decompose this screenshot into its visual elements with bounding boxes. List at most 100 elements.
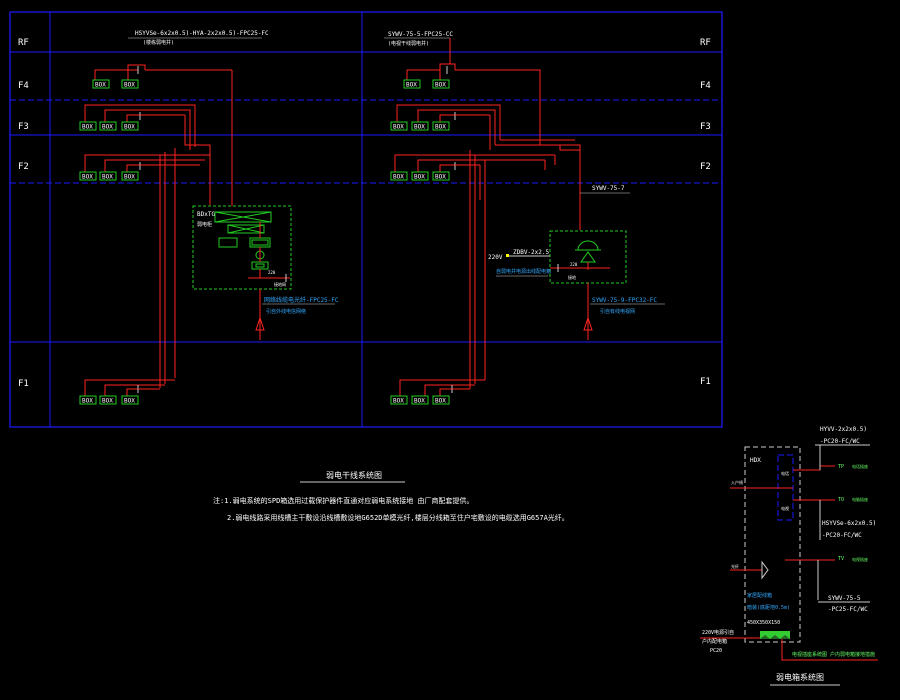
floor-boxes: BOX BOX BOX BOX BOX BOX BOX BOX BOX BOX BOX BOX BOX B…	[79, 79, 450, 405]
floor-box-label: BOX	[102, 174, 113, 181]
floor-label-f4: F4	[18, 81, 29, 91]
home-box-spec-2: 暗装(底距地0.5m)	[747, 604, 790, 611]
home-box-inner-top: 电话	[781, 470, 789, 476]
floor-box-label: BOX	[406, 82, 417, 89]
floor-box: BOX	[79, 121, 97, 131]
home-cable-mid: HSYVSe-6x2x0.5)	[822, 520, 876, 527]
floor-box-label: BOX	[393, 124, 404, 131]
home-outlet-tv-label: 电视插座	[852, 556, 868, 562]
floor-labels: RF F4 F3 F2 F1 RF F4 F3 F2 F1	[18, 38, 711, 389]
floor-label-rf: RF	[18, 38, 29, 48]
home-power-2: 户内配电箱	[702, 638, 727, 645]
home-outlet-top: TP	[838, 464, 844, 470]
floor-box: BOX	[99, 121, 117, 131]
floor-box: BOX	[411, 395, 429, 405]
floor-box-label: BOX	[124, 398, 135, 405]
floor-box: BOX	[79, 171, 97, 181]
left-riser: HSYVSe-6x2x0.5)-HYA-2x2x0.5)-FPC25-FC (楼…	[84, 30, 339, 396]
floor-box: BOX	[99, 171, 117, 181]
note-line-2: 2.弱电线路采用线槽主干敷设沿线槽敷设地G652D单模光纤,楼层分线箱至住户宅敷…	[227, 513, 569, 522]
floor-box-label: BOX	[414, 174, 425, 181]
floor-box-label: BOX	[95, 82, 106, 89]
floor-box: BOX	[92, 79, 110, 89]
floor-box: BOX	[99, 395, 117, 405]
home-power-1: 220V电源引自	[702, 629, 734, 636]
right-branch-cable: SYWV-75-7	[592, 185, 625, 192]
right-incoming-note: 引自有线电视网	[600, 308, 635, 315]
floor-box: BOX	[432, 395, 450, 405]
home-outlet-tv: TV	[838, 556, 844, 562]
floor-label-f4-right: F4	[700, 81, 711, 91]
home-in-line-1: 入户线	[731, 479, 743, 485]
home-cable-top-pipe: -PC20-FC/WC	[820, 438, 860, 445]
floor-grid	[9, 11, 723, 428]
home-outlet-mid: TO	[838, 497, 844, 503]
floor-box-label: BOX	[435, 174, 446, 181]
left-incoming-cable: 网络线缆电光纤-FPC25-FC	[264, 296, 339, 304]
home-cable-tv-pipe: -PC25-FC/WC	[828, 606, 868, 613]
home-outlet-mid-label: 电脑插座	[852, 496, 868, 502]
home-box-diagram: HDX 电话 电视 HYVV-2x2x0.5) -PC20-FC/WC TP 电…	[700, 426, 878, 686]
trunk-system-title: 弱电干线系统图	[326, 470, 382, 480]
floor-label-rf-right: RF	[700, 38, 711, 48]
floor-box-label: BOX	[414, 398, 425, 405]
home-cable-top: HYVV-2x2x0.5)	[820, 426, 867, 433]
floor-box-label: BOX	[393, 174, 404, 181]
left-tag-220: 220	[268, 270, 276, 275]
floor-label-f2-right: F2	[700, 162, 711, 172]
left-tag-sub: 接地网	[274, 281, 286, 287]
floor-label-f2: F2	[18, 162, 29, 172]
right-riser-cable: SYWV-75-5-FPC25-CC	[388, 31, 453, 38]
floor-label-f3: F3	[18, 122, 29, 132]
floor-box-label: BOX	[82, 124, 93, 131]
floor-box-label: BOX	[435, 124, 446, 131]
floor-box: BOX	[432, 79, 450, 89]
floor-box-label: BOX	[124, 82, 135, 89]
floor-label-f1-right: F1	[700, 377, 711, 387]
floor-box: BOX	[121, 395, 139, 405]
home-outlet-top-label: 电话插座	[852, 463, 868, 469]
right-riser: SYWV-75-5-FPC25-CC (电视干线弱电井) SYWV-75-7	[384, 31, 665, 396]
floor-box-label: BOX	[102, 398, 113, 405]
floor-box-label: BOX	[124, 124, 135, 131]
home-box-spec-1: 家居配线箱	[747, 592, 772, 599]
floor-box: BOX	[403, 79, 421, 89]
floor-box-label: BOX	[124, 174, 135, 181]
floor-box-label: BOX	[393, 398, 404, 405]
note-line-1: 注:1.弱电系统的SPD箱选用过载保护器件直通对应弱电系统接地 由厂商配套提供。	[213, 496, 474, 505]
floor-box: BOX	[432, 121, 450, 131]
left-cabinet-note: 弱电柜	[197, 221, 212, 228]
right-power-note: 自弱电井电源出线配电箱	[496, 268, 551, 275]
floor-box: BOX	[121, 79, 139, 89]
right-incoming-cable: SYWV-75-9-FPC32-FC	[592, 297, 657, 304]
floor-label-f3-right: F3	[700, 122, 711, 132]
floor-label-f1: F1	[18, 379, 29, 389]
right-tag-220: 220	[570, 262, 578, 267]
floor-box-label: BOX	[414, 124, 425, 131]
floor-box-label: BOX	[435, 82, 446, 89]
home-box-spec-3: 450X350X150	[747, 620, 780, 626]
floor-box-label: BOX	[82, 398, 93, 405]
floor-box: BOX	[432, 171, 450, 181]
floor-box: BOX	[390, 395, 408, 405]
home-box-title: HDX	[750, 457, 761, 464]
home-bottom-note: 电视插座系统图 户内弱电箱接地措施	[792, 651, 875, 658]
home-box-inner-bottom: 电视	[781, 505, 789, 511]
left-riser-cable-note: (楼栋弱电井)	[143, 39, 174, 46]
floor-box: BOX	[390, 121, 408, 131]
floor-box: BOX	[411, 171, 429, 181]
home-box-system-title: 弱电箱系统图	[776, 672, 824, 682]
floor-box: BOX	[121, 171, 139, 181]
home-in-line-2: 光纤	[731, 563, 739, 569]
floor-box: BOX	[390, 171, 408, 181]
home-cable-mid-pipe: -PC20-FC/WC	[822, 532, 862, 539]
floor-box-label: BOX	[82, 174, 93, 181]
floor-box-label: BOX	[435, 398, 446, 405]
left-riser-cable: HSYVSe-6x2x0.5)-HYA-2x2x0.5)-FPC25-FC	[135, 30, 269, 37]
right-power-cable: ZDBV-2x2.5	[513, 249, 550, 256]
floor-box: BOX	[411, 121, 429, 131]
floor-box: BOX	[79, 395, 97, 405]
floor-box-label: BOX	[102, 124, 113, 131]
right-power-tag: 220V	[488, 254, 503, 261]
